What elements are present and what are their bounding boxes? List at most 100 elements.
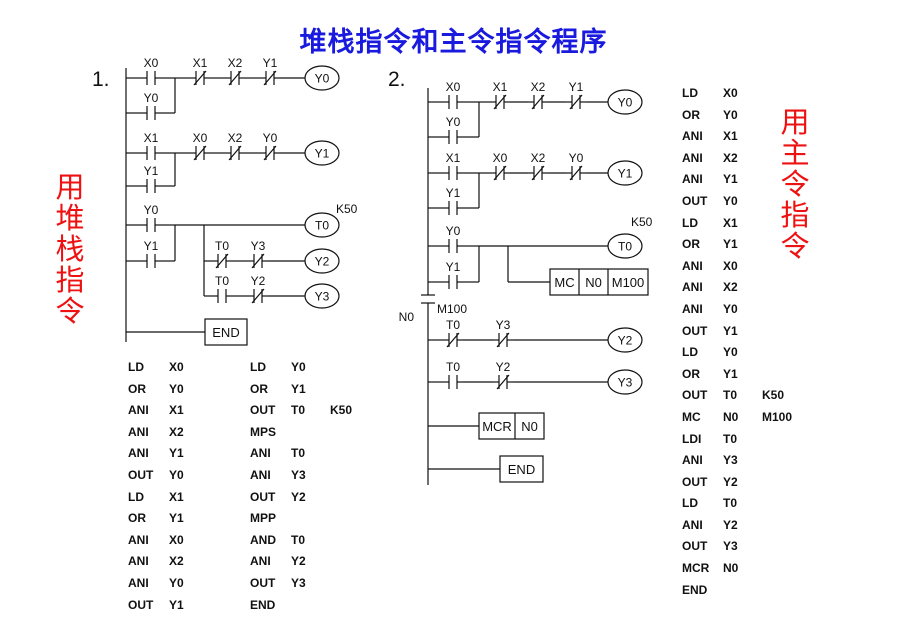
- coil-label-t0: T0: [315, 219, 329, 233]
- coil-t0: [304, 212, 340, 238]
- instruction-opcode: OR: [682, 107, 700, 122]
- contact-slash: [228, 70, 242, 86]
- left-side-label-char: 令: [55, 294, 85, 328]
- program-line-line: LD X1: [682, 216, 792, 238]
- instruction-operand: K50: [762, 388, 785, 403]
- instruction-opcode: ANI: [128, 403, 149, 418]
- coil-y2: [607, 327, 643, 353]
- right-side-label-char: 用: [780, 105, 810, 139]
- program-line-line: END: [682, 583, 792, 605]
- instruction-opcode: MPS: [250, 424, 277, 439]
- page-title: 堆栈指令和主令指令程序: [299, 27, 608, 58]
- instruction-operand: Y2: [291, 489, 306, 504]
- contact-slash: [531, 165, 545, 181]
- coil-label-y2: Y2: [618, 334, 633, 348]
- instruction-operand: Y1: [723, 366, 738, 381]
- contact-slash: [531, 94, 545, 110]
- instruction-operand: X1: [723, 215, 738, 230]
- contact-label-y3: Y3: [251, 239, 266, 253]
- contact-label-y0: Y0: [569, 151, 584, 165]
- instruction-opcode: LD: [682, 345, 698, 360]
- coil-label-y1: Y1: [618, 167, 633, 181]
- instruction-operand: T0: [723, 388, 738, 403]
- contact-label-y1: Y1: [446, 260, 461, 274]
- coil-y3: [607, 369, 643, 395]
- right-side-label-char: 指: [780, 198, 810, 232]
- contact-label-t0: T0: [215, 239, 229, 253]
- end-box: [204, 318, 248, 346]
- instruction-operand: T0: [291, 446, 306, 461]
- instruction-operand: M100: [762, 409, 793, 424]
- instruction-opcode: OUT: [250, 403, 276, 418]
- program-line-line: MPS: [250, 425, 352, 447]
- contact-slash: [215, 253, 229, 269]
- instruction-operand: Y1: [169, 597, 184, 612]
- coil-label-y1: Y1: [315, 147, 330, 161]
- left-side-label: 用堆栈指令: [52, 172, 88, 327]
- instruction-opcode: ANI: [682, 129, 703, 144]
- contact-slash: [251, 253, 265, 269]
- instruction-operand: X0: [723, 86, 738, 100]
- left-side-label-char: 堆: [55, 201, 85, 235]
- instruction-operand: X1: [169, 489, 184, 504]
- contact-slash: [496, 374, 510, 390]
- instruction-operand: Y0: [291, 360, 306, 374]
- instruction-operand: T0: [723, 431, 738, 446]
- instruction-operand: T0: [291, 532, 306, 547]
- instruction-opcode: ANI: [128, 532, 149, 547]
- instruction-operand: Y2: [723, 474, 738, 489]
- instruction-opcode: ANI: [682, 301, 703, 316]
- instruction-opcode: LD: [682, 215, 698, 230]
- instruction-operand: T0: [723, 496, 738, 511]
- instruction-operand: Y1: [723, 237, 738, 252]
- contact-slash: [493, 94, 507, 110]
- left-side-label-char: 栈: [55, 232, 85, 266]
- contact-label-y1: Y1: [446, 186, 461, 200]
- coil-y0: [607, 89, 643, 115]
- instruction-operand: X0: [169, 532, 184, 547]
- right-side-label: 用主令指令: [777, 107, 813, 262]
- instruction-opcode: ANI: [250, 554, 271, 569]
- mcr-box: [478, 412, 545, 440]
- instruction-operand: Y0: [723, 345, 738, 360]
- instruction-operand: Y3: [723, 453, 738, 468]
- mc-box-cell: N0: [585, 275, 602, 290]
- contact-slash: [569, 165, 583, 181]
- mc-box-cell: M100: [612, 275, 645, 290]
- instruction-opcode: OUT: [250, 575, 276, 590]
- timer-preset: K50: [336, 202, 358, 216]
- coil-y1: [304, 140, 340, 166]
- contact-label-y0: Y0: [446, 115, 461, 129]
- contact-label-y0: Y0: [144, 91, 159, 105]
- diagram2-number: 2.: [388, 68, 406, 91]
- instruction-operand: Y0: [723, 301, 738, 316]
- instruction-operand: N0: [723, 561, 739, 576]
- instruction-operand: Y0: [169, 467, 184, 482]
- instruction-operand: N0: [723, 409, 739, 424]
- instruction-opcode: ANI: [128, 554, 149, 569]
- instruction-opcode: LD: [682, 496, 698, 511]
- contact-label-x2: X2: [228, 56, 243, 70]
- contact-label-x0: X0: [144, 56, 159, 70]
